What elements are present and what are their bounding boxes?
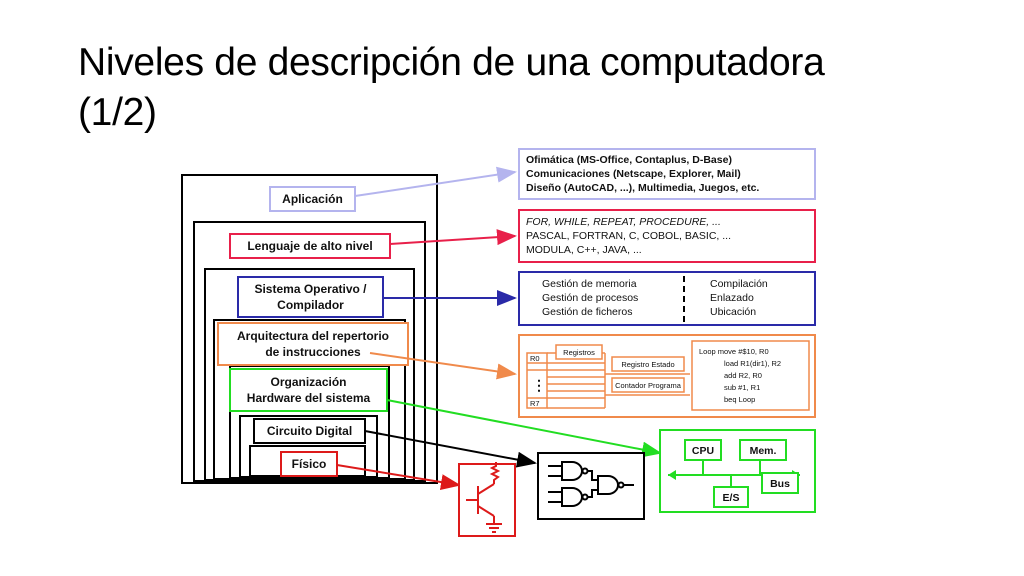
os-right2: Enlazado bbox=[710, 292, 754, 304]
level-box-fisico bbox=[280, 451, 338, 477]
os-right3: Ubicación bbox=[710, 306, 756, 318]
level-label-aplicacion: Aplicación bbox=[282, 192, 343, 206]
os-left1: Gestión de memoria bbox=[542, 278, 637, 290]
os-description-box bbox=[518, 271, 816, 326]
lang-line2: PASCAL, FORTRAN, C, COBOL, BASIC, ... bbox=[526, 230, 731, 242]
level-label-org-line1: Organización bbox=[270, 375, 346, 389]
level-label-so-line2: Compilador bbox=[277, 298, 344, 312]
level-box-sistema-operativo bbox=[237, 276, 384, 318]
slide-title-line2: (1/2) bbox=[78, 91, 157, 134]
code-line3: add R2, R0 bbox=[724, 371, 762, 380]
register-r0: R0 bbox=[530, 354, 540, 363]
level-label-circuito: Circuito Digital bbox=[267, 424, 352, 438]
os-left3: Gestión de ficheros bbox=[542, 306, 632, 318]
app-line3: Diseño (AutoCAD, ...), Multimedia, Juego… bbox=[526, 182, 759, 194]
arrow-circuito bbox=[364, 430, 537, 468]
lang-line1: FOR, WHILE, REPEAT, PROCEDURE, ... bbox=[526, 216, 721, 228]
app-description-box bbox=[518, 148, 816, 200]
app-line1: Ofimática (MS-Office, Contaplus, D-Base) bbox=[526, 154, 732, 166]
lang-line3: MODULA, C++, JAVA, ... bbox=[526, 244, 642, 256]
level-label-arq-line2: de instrucciones bbox=[265, 345, 361, 359]
label-registros: Registros bbox=[563, 348, 595, 357]
code-line5: beq Loop bbox=[724, 395, 755, 404]
cpu-block bbox=[684, 439, 722, 461]
register-r7: R7 bbox=[530, 399, 540, 408]
level-label-alto-nivel: Lenguaje de alto nivel bbox=[247, 239, 372, 253]
cpu-label: CPU bbox=[692, 445, 714, 457]
arrow-fisico bbox=[336, 464, 461, 490]
level-box-alto-nivel bbox=[229, 233, 391, 259]
level-box-circuito bbox=[253, 418, 366, 444]
slide-title: Niveles de descripción de una computador… bbox=[78, 38, 978, 138]
code-line1: Loop move #$10, R0 bbox=[699, 347, 769, 356]
arrow-aplicacion bbox=[354, 166, 517, 197]
es-block bbox=[713, 486, 749, 508]
level-box-aplicacion bbox=[269, 186, 356, 212]
bus-label: Bus bbox=[770, 478, 790, 490]
register-file bbox=[526, 344, 690, 409]
slide-title-line1: Niveles de descripción de una computador… bbox=[78, 41, 825, 84]
code-line4: sub #1, R1 bbox=[724, 383, 760, 392]
level-box-arquitectura bbox=[217, 322, 409, 366]
code-line2: load R1(dir1), R2 bbox=[724, 359, 781, 368]
es-label: E/S bbox=[723, 492, 740, 504]
lang-description-box bbox=[518, 209, 816, 263]
level-label-so-line1: Sistema Operativo / bbox=[254, 282, 367, 296]
register-ellipsis: ⋮ bbox=[532, 377, 546, 393]
app-line2: Comunicaciones (Netscape, Explorer, Mail… bbox=[526, 168, 741, 180]
transistor-icon bbox=[466, 462, 502, 533]
arrow-arquitectura bbox=[369, 352, 517, 380]
level-label-fisico: Físico bbox=[292, 457, 327, 471]
arrow-alto-nivel bbox=[389, 229, 517, 246]
os-right1: Compilación bbox=[710, 278, 768, 290]
frame-aplicacion bbox=[181, 174, 438, 484]
code-box bbox=[691, 340, 810, 411]
mem-block bbox=[739, 439, 787, 461]
level-box-organizacion bbox=[229, 368, 388, 412]
label-contador-programa: Contador Programa bbox=[615, 381, 682, 390]
bus-label-box bbox=[761, 472, 799, 494]
level-label-org-line2: Hardware del sistema bbox=[247, 391, 371, 405]
os-left2: Gestión de procesos bbox=[542, 292, 638, 304]
mem-label: Mem. bbox=[750, 445, 777, 457]
arrow-organizacion bbox=[386, 399, 662, 458]
logic-gates-icon bbox=[548, 461, 634, 507]
level-label-arq-line1: Arquitectura del repertorio bbox=[237, 329, 389, 343]
label-registro-estado: Registro Estado bbox=[621, 360, 674, 369]
